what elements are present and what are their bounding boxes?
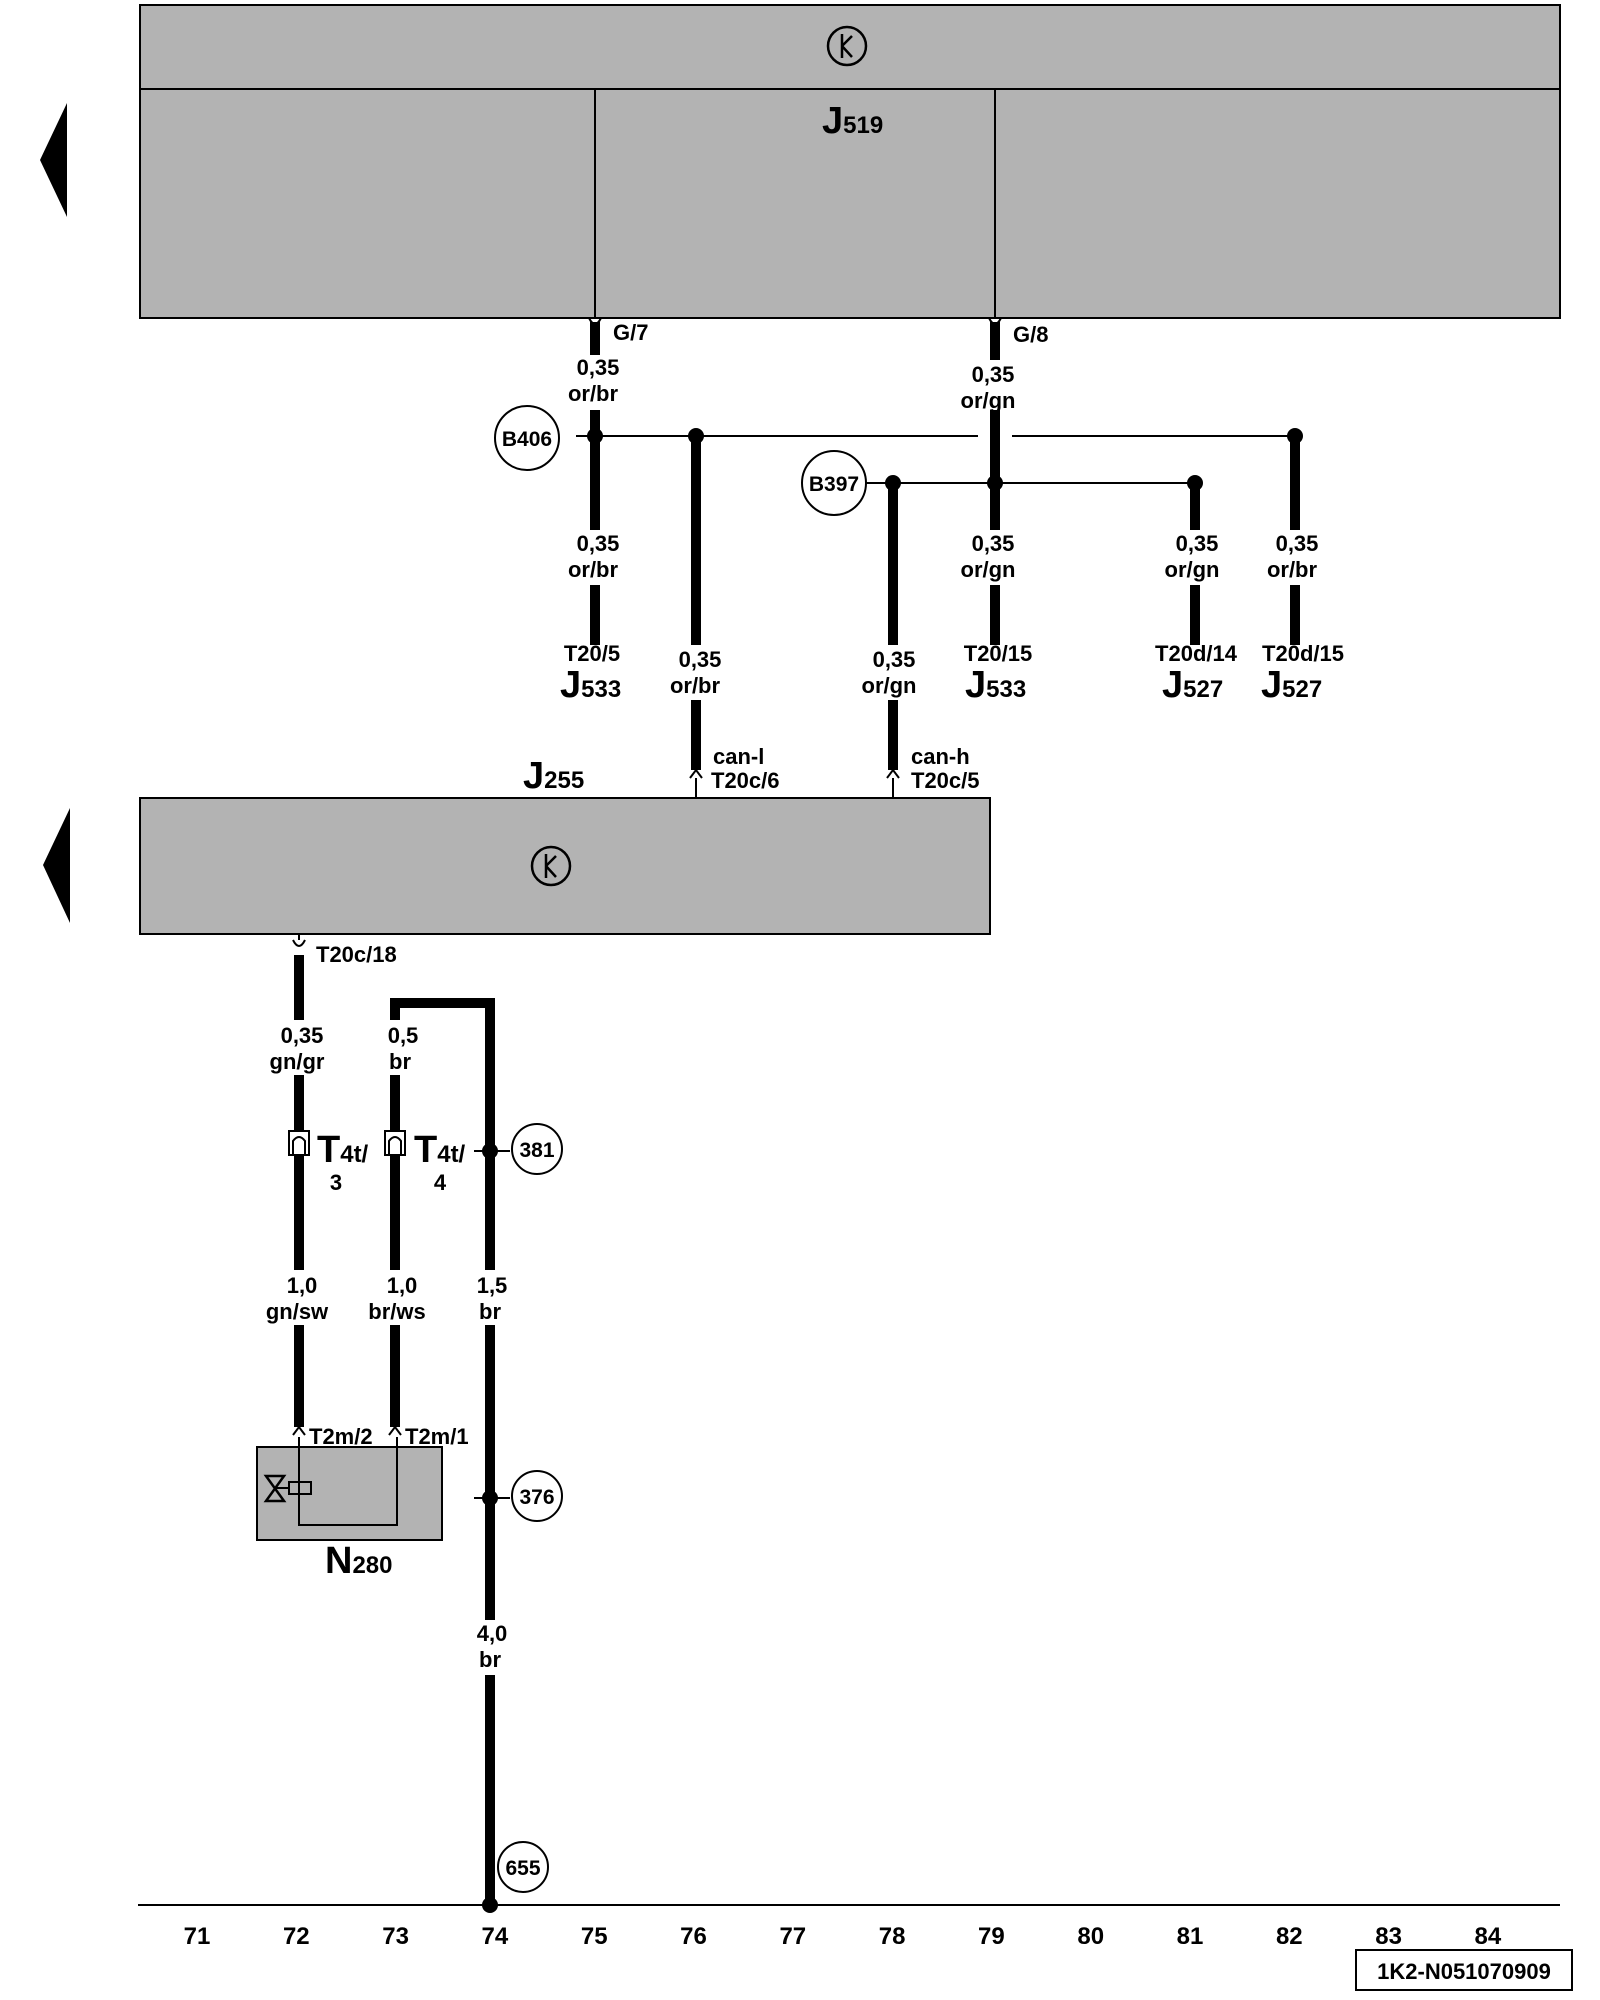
svg-text:T4t/: T4t/ bbox=[317, 1129, 369, 1171]
svg-text:or/gn: or/gn bbox=[961, 388, 1016, 413]
svg-text:br: br bbox=[479, 1647, 501, 1672]
axis-label: 81 bbox=[1177, 1923, 1204, 1950]
inline-connector-t4t-3 bbox=[288, 1130, 310, 1156]
svg-text:G/7: G/7 bbox=[613, 320, 648, 345]
axis-label: 78 bbox=[879, 1923, 906, 1950]
axis-label: 76 bbox=[680, 1923, 707, 1950]
svg-text:0,5: 0,5 bbox=[388, 1023, 419, 1048]
svg-text:T2m/2: T2m/2 bbox=[309, 1424, 373, 1449]
svg-text:br/ws: br/ws bbox=[368, 1299, 425, 1324]
svg-text:0,35: 0,35 bbox=[972, 362, 1015, 387]
svg-text:br: br bbox=[389, 1049, 411, 1074]
wire-labels: 0,35 or/br 0,35 or/gn 0,35 or/br 0,35 or… bbox=[266, 355, 1319, 1672]
pin-labels: G/7 G/8 T20/5 T20/15 T20d/14 T20d/15 can… bbox=[309, 320, 1344, 1449]
svg-text:3: 3 bbox=[330, 1170, 342, 1195]
axis-label: 75 bbox=[581, 1923, 608, 1950]
inline-connector-t4t-4 bbox=[384, 1130, 406, 1156]
axis-label: 79 bbox=[978, 1923, 1005, 1950]
svg-text:or/gn: or/gn bbox=[862, 673, 917, 698]
axis-label: 74 bbox=[482, 1923, 509, 1950]
svg-text:T20/15: T20/15 bbox=[964, 641, 1033, 666]
svg-text:0,35: 0,35 bbox=[577, 355, 620, 380]
axis-label: 73 bbox=[382, 1923, 409, 1950]
svg-text:T20d/15: T20d/15 bbox=[1262, 641, 1344, 666]
axis-label: 72 bbox=[283, 1923, 310, 1950]
ref-b406: B406 bbox=[502, 428, 552, 451]
axis-label: 84 bbox=[1475, 1923, 1502, 1950]
svg-text:or/br: or/br bbox=[1267, 557, 1318, 582]
svg-text:gn/gr: gn/gr bbox=[270, 1049, 325, 1074]
svg-text:J533: J533 bbox=[965, 664, 1026, 706]
ref-376: 376 bbox=[519, 1486, 554, 1509]
svg-text:T4t/: T4t/ bbox=[414, 1129, 466, 1171]
can-bus-icon bbox=[826, 25, 868, 67]
svg-text:or/br: or/br bbox=[568, 381, 619, 406]
svg-text:0,35: 0,35 bbox=[1276, 531, 1319, 556]
ref-655: 655 bbox=[505, 1857, 540, 1880]
connector-pins bbox=[292, 317, 1002, 1436]
svg-text:0,35: 0,35 bbox=[873, 647, 916, 672]
svg-text:can-h: can-h bbox=[911, 744, 970, 769]
ref-381: 381 bbox=[519, 1139, 554, 1162]
svg-text:0,35: 0,35 bbox=[972, 531, 1015, 556]
svg-text:T20c/5: T20c/5 bbox=[911, 768, 980, 793]
svg-text:or/br: or/br bbox=[568, 557, 619, 582]
svg-text:G/8: G/8 bbox=[1013, 322, 1048, 347]
document-code-box: 1K2-N051070909 bbox=[1355, 1949, 1573, 1991]
svg-text:4: 4 bbox=[434, 1170, 447, 1195]
svg-text:T20c/6: T20c/6 bbox=[711, 768, 780, 793]
svg-text:0,35: 0,35 bbox=[281, 1023, 324, 1048]
svg-text:J527: J527 bbox=[1261, 664, 1322, 706]
n280-label: N280 bbox=[325, 1540, 393, 1582]
svg-text:T20/5: T20/5 bbox=[564, 641, 620, 666]
svg-text:T20c/18: T20c/18 bbox=[316, 942, 397, 967]
svg-text:can-l: can-l bbox=[713, 744, 764, 769]
axis-label: 77 bbox=[779, 1923, 806, 1950]
destination-labels: J533 J533 J527 J527 bbox=[560, 664, 1322, 706]
svg-text:0,35: 0,35 bbox=[1176, 531, 1219, 556]
svg-text:1,5: 1,5 bbox=[477, 1273, 508, 1298]
svg-text:or/gn: or/gn bbox=[1165, 557, 1220, 582]
svg-text:T2m/1: T2m/1 bbox=[405, 1424, 469, 1449]
axis-label: 71 bbox=[184, 1923, 211, 1950]
svg-text:or/br: or/br bbox=[670, 673, 721, 698]
wires bbox=[294, 322, 1300, 1905]
svg-text:0,35: 0,35 bbox=[679, 647, 722, 672]
axis-label: 80 bbox=[1077, 1923, 1104, 1950]
component-n280 bbox=[256, 1437, 443, 1541]
bus-lines bbox=[585, 435, 1295, 484]
svg-text:J533: J533 bbox=[560, 664, 621, 706]
svg-text:br: br bbox=[479, 1299, 501, 1324]
module-j519: J519 bbox=[139, 4, 1561, 319]
axis-labels: 71 72 73 74 75 76 77 78 79 80 81 82 83 84 bbox=[184, 1923, 1502, 1950]
document-code: 1K2-N051070909 bbox=[1377, 1959, 1551, 1984]
t4t-labels: T4t/ 3 T4t/ 4 bbox=[317, 1129, 466, 1195]
module-j255 bbox=[139, 797, 991, 935]
wire-brown-loop bbox=[390, 998, 495, 1270]
svg-text:0,35: 0,35 bbox=[577, 531, 620, 556]
reference-marks: B406 B397 381 376 655 bbox=[474, 405, 893, 1893]
svg-text:or/gn: or/gn bbox=[961, 557, 1016, 582]
svg-text:J527: J527 bbox=[1162, 664, 1223, 706]
j255-label: J255 bbox=[523, 755, 584, 797]
nav-arrow-upper[interactable] bbox=[40, 103, 67, 217]
svg-text:4,0: 4,0 bbox=[477, 1621, 508, 1646]
j519-label: J519 bbox=[822, 100, 883, 142]
svg-text:T20d/14: T20d/14 bbox=[1155, 641, 1238, 666]
nav-arrow-lower[interactable] bbox=[43, 808, 70, 923]
solenoid-valve-icon bbox=[263, 1474, 312, 1503]
svg-text:gn/sw: gn/sw bbox=[266, 1299, 329, 1324]
svg-text:1,0: 1,0 bbox=[287, 1273, 318, 1298]
can-bus-icon bbox=[530, 845, 572, 887]
axis-label: 83 bbox=[1375, 1923, 1402, 1950]
svg-text:1,0: 1,0 bbox=[387, 1273, 418, 1298]
axis-label: 82 bbox=[1276, 1923, 1303, 1950]
ref-b397: B397 bbox=[809, 473, 859, 496]
